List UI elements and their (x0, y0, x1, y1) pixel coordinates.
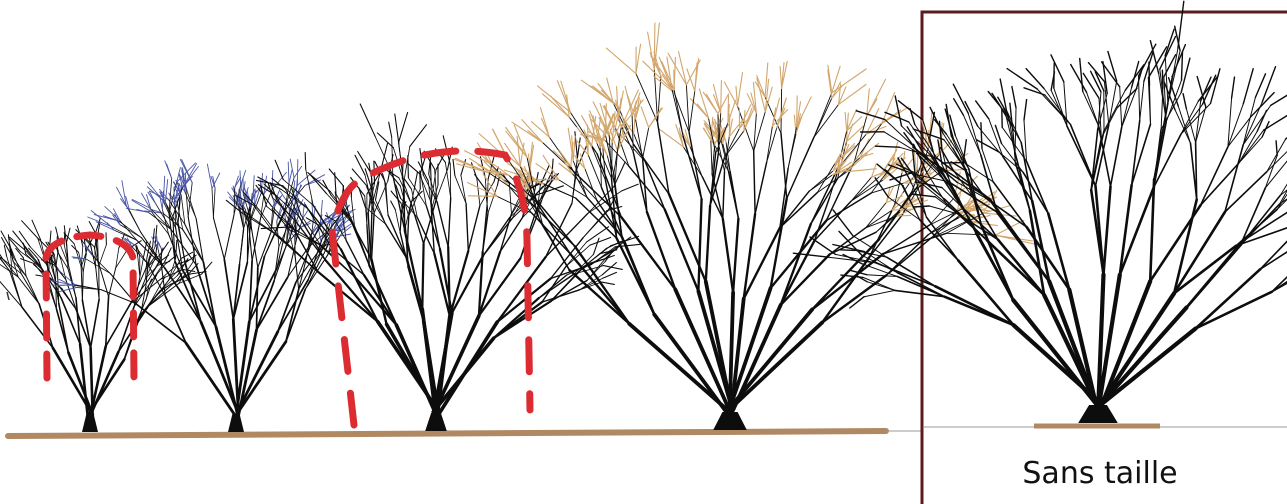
bare-shrub-icon-1 (0, 218, 212, 432)
bare-shrub-icon-4 (454, 23, 1035, 430)
bare-shrub-icon-5 (793, 1, 1287, 423)
stray-mark (7, 292, 9, 300)
ground-line (8, 431, 922, 436)
caption-no-pruning: Sans taille (1022, 456, 1177, 491)
